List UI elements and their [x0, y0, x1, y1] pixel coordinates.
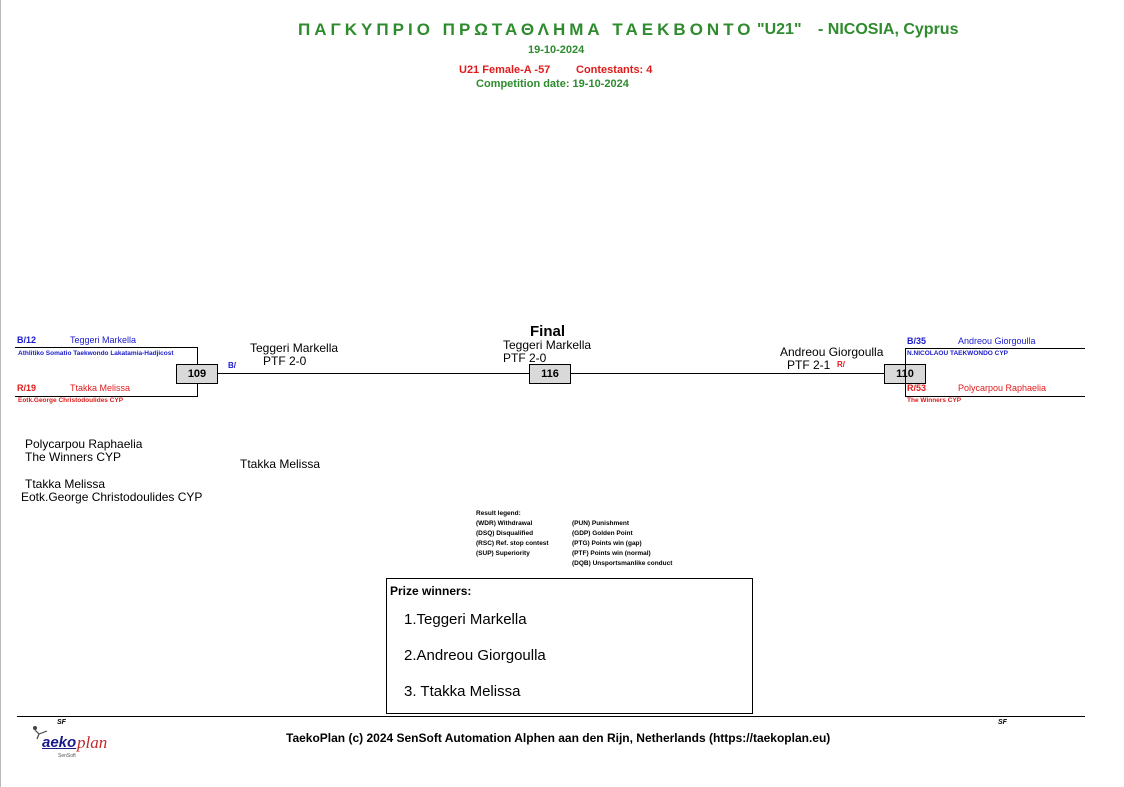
logo-text-red: plan: [77, 733, 108, 752]
left-blue-club: Athlitiko Somatio Taekwondo Lakatamia-Ha…: [18, 350, 174, 357]
match-box-109: 109: [176, 364, 218, 384]
taekoplan-logo: aeko plan SenSoft: [30, 722, 125, 762]
legend-right-1: (GDP) Golden Point: [572, 530, 633, 537]
left-blue-name: Teggeri Markella: [70, 335, 137, 345]
prize-second: 2.Andreou Giorgoulla: [404, 647, 546, 664]
final-result: PTF 2-0: [503, 351, 547, 365]
left-winner-corner: B/: [228, 361, 236, 370]
right-winner-corner: R/: [837, 360, 845, 369]
left-red-code: R/19: [17, 383, 37, 393]
kicker-figure-icon: [33, 726, 48, 740]
prize-title: Prize winners:: [390, 584, 472, 598]
left-to-final-line: [218, 373, 530, 374]
prize-third: 3. Ttakka Melissa: [404, 683, 521, 700]
left-winner-name: Teggeri Markella: [250, 341, 339, 355]
right-blue-name: Andreou Giorgoulla: [958, 336, 1036, 346]
title-location: - NICOSIA, Cyprus: [818, 21, 959, 38]
final-winner-name: Teggeri Markella: [503, 338, 592, 352]
prize-first: 1.Teggeri Markella: [404, 611, 527, 628]
right-winner-result: PTF 2-1: [787, 358, 831, 372]
legend-right-3: (PTF) Points win (normal): [572, 550, 651, 557]
left-red-club: Eotk.George Christodoulides CYP: [18, 397, 124, 404]
right-red-line: [905, 396, 1085, 397]
legend-right-2: (PTG) Points win (gap): [572, 540, 642, 547]
footer-sf-left: SF: [57, 719, 66, 726]
right-to-final-line: [571, 373, 884, 374]
final-label: Final: [530, 323, 566, 340]
legend-left-0: (WDR) Withdrawal: [476, 520, 533, 527]
left-blue-code: B/12: [17, 335, 37, 345]
right-winner-name: Andreou Giorgoulla: [780, 345, 884, 359]
right-red-code: R/53: [907, 383, 927, 393]
left-red-line: [15, 396, 197, 397]
footer-copyright: TaekoPlan (c) 2024 SenSoft Automation Al…: [286, 731, 831, 745]
legend-left-3: (SUP) Superiority: [476, 550, 530, 557]
competition-date: Competition date: 19-10-2024: [476, 78, 629, 90]
prize-winners-box: Prize winners: 1.Teggeri Markella 2.Andr…: [386, 578, 753, 714]
legend-right-0: (PUN) Punishment: [572, 520, 630, 527]
legend-title: Result legend:: [476, 510, 521, 517]
header-date: 19-10-2024: [528, 44, 585, 56]
right-blue-club: N.NICOLAOU TAEKWONDO CYP: [907, 350, 1008, 357]
left-red-name: Ttakka Melissa: [70, 383, 131, 393]
right-red-club: The Winners CYP: [907, 397, 962, 404]
left-blue-line: [15, 347, 197, 348]
logo-text-blue: aeko: [42, 734, 77, 751]
right-red-name: Polycarpou Raphaelia: [958, 383, 1047, 393]
footer-sf-right: SF: [998, 719, 1007, 726]
contestants-count: Contestants: 4: [576, 64, 653, 76]
legend-left-1: (DSQ) Disqualified: [476, 530, 534, 537]
right-blue-line: [905, 348, 1085, 349]
footer-rule: [17, 716, 1085, 717]
bronze-result-name: Ttakka Melissa: [240, 457, 321, 471]
right-vertical-connector: [905, 348, 906, 397]
bronze-p2-club: Eotk.George Christodoulides CYP: [21, 490, 203, 504]
legend-left-2: (RSC) Ref. stop contest: [476, 540, 549, 547]
category-label: U21 Female-A -57: [459, 64, 551, 76]
left-winner-result: PTF 2-0: [263, 354, 307, 368]
bronze-p2-name: Ttakka Melissa: [25, 477, 106, 491]
legend-right-4: (DQB) Unsportsmanlike conduct: [572, 560, 673, 567]
right-blue-code: B/35: [907, 336, 927, 346]
logo-sub: SenSoft: [58, 753, 76, 759]
bronze-p1-name: Polycarpou Raphaelia: [25, 437, 143, 451]
page-left-edge: [0, 0, 1, 787]
bronze-p1-club: The Winners CYP: [25, 450, 122, 464]
match-box-116: 116: [529, 364, 571, 384]
title-greek: ΠΑΓΚΥΠΡΙΟ ΠΡΩΤΑΘΛΗΜΑ ΤΑΕΚΒΟΝΤΟ: [298, 20, 755, 39]
title-quote: "U21": [757, 21, 802, 38]
